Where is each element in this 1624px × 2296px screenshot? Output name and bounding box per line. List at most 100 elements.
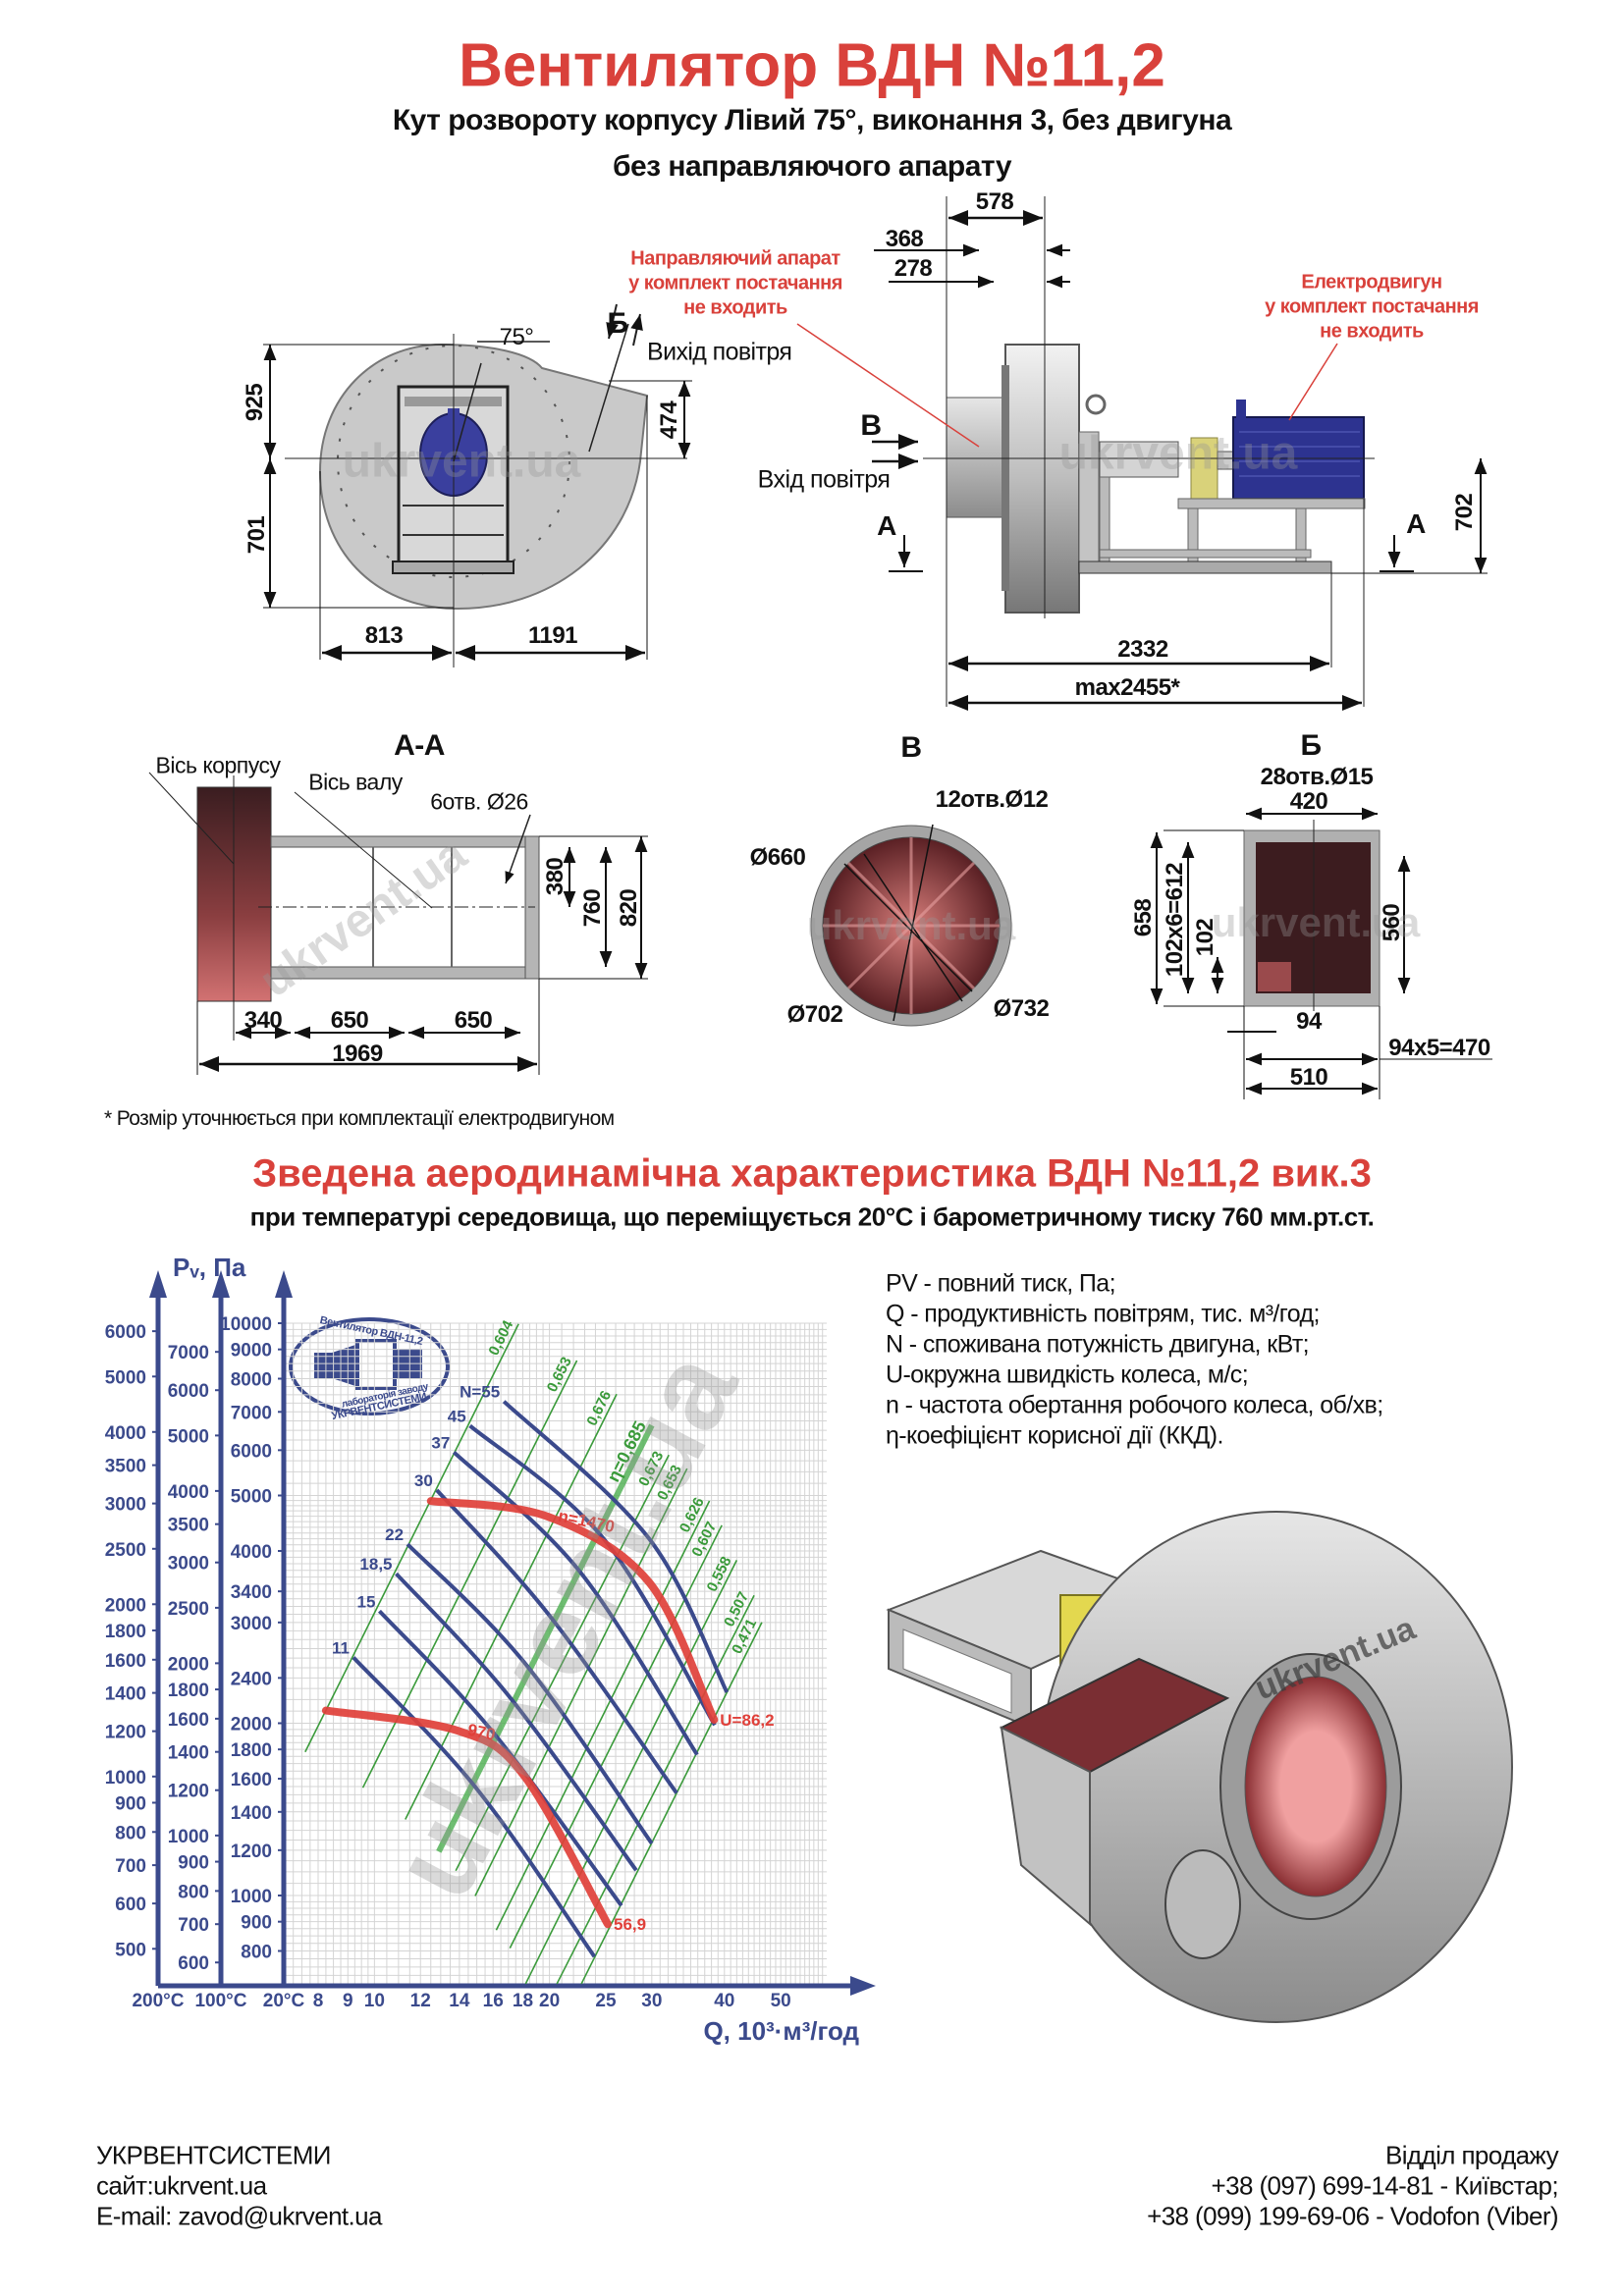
legend-item: U-окружна швидкість колеса, м/с; <box>886 1361 1249 1389</box>
x-axis-temperature-label: 100°C <box>194 1991 246 2011</box>
subtitle-line-2: без направляючого апарату <box>612 150 1012 183</box>
aero-title: Зведена аеродинамічна характеристика ВДН… <box>252 1151 1372 1196</box>
y-tick-label: 1800 <box>168 1681 209 1701</box>
watermark: ukrvent.ua <box>342 435 581 488</box>
efficiency-line <box>509 1524 723 1949</box>
dim-658: 658 <box>1130 898 1157 937</box>
y-tick-label: 1600 <box>105 1651 146 1672</box>
x-tick-label: 12 <box>410 1991 431 2011</box>
y-tick-label: 800 <box>178 1882 209 1902</box>
speed-curve <box>426 1497 719 1724</box>
dim-650-b: 650 <box>454 1007 493 1034</box>
angle-label: 75° <box>499 324 534 350</box>
x-tick-label: 14 <box>449 1991 470 2011</box>
aero-subtitle: при температурі середовища, що переміщує… <box>249 1201 1375 1232</box>
section-a-marker-left: А <box>877 510 896 541</box>
footer-email[interactable]: E-mail: zavod@ukrvent.ua <box>96 2201 383 2231</box>
y-tick-label: 3000 <box>168 1554 209 1575</box>
y-tick-label: 900 <box>241 1913 272 1934</box>
dim-1191: 1191 <box>527 622 578 649</box>
y-tick-label: 8000 <box>231 1369 272 1390</box>
dim-d702: Ø702 <box>786 1001 843 1028</box>
circumferential-speed-label: U=86,2 <box>720 1711 774 1730</box>
view-b-drawing <box>1150 807 1492 1099</box>
y-tick-label: 5000 <box>168 1426 209 1447</box>
y-tick-label: 6000 <box>105 1322 146 1343</box>
x-tick-label: 40 <box>714 1991 734 2011</box>
dim-650-a: 650 <box>330 1007 369 1034</box>
x-tick-label: 9 <box>343 1991 353 2011</box>
footer-phone-vodafone[interactable]: +38 (099) 199-69-06 - Vodofon (Viber) <box>1147 2201 1558 2231</box>
y-tick-label: 800 <box>241 1942 272 1962</box>
dim-102: 102 <box>1192 918 1218 957</box>
dim-94: 94 <box>1296 1008 1322 1035</box>
footer-sales-title: Відділ продажу <box>1385 2140 1559 2170</box>
dim-820: 820 <box>616 888 642 928</box>
footer-site[interactable]: сайт:ukrvent.ua <box>96 2170 267 2201</box>
y-tick-label: 1000 <box>231 1887 272 1907</box>
dim-2332: 2332 <box>1117 636 1168 663</box>
y-tick-label: 900 <box>115 1793 146 1814</box>
y-tick-label: 1400 <box>168 1743 209 1764</box>
power-curve-label: 15 <box>357 1592 376 1611</box>
dim-510: 510 <box>1289 1064 1328 1091</box>
power-curve-label: 37 <box>431 1433 450 1452</box>
y-tick-label: 3400 <box>231 1582 272 1603</box>
efficiency-line <box>556 1594 755 1985</box>
section-aa-drawing <box>148 772 648 1075</box>
dim-470: 94x5=470 <box>1388 1035 1490 1061</box>
subtitle-line-1: Кут розвороту корпусу Лівий 75°, виконан… <box>392 104 1232 136</box>
dim-925: 925 <box>242 383 268 422</box>
y-tick-label: 3500 <box>105 1457 146 1477</box>
y-tick-label: 9000 <box>231 1341 272 1362</box>
y-tick-label: 7000 <box>231 1403 272 1423</box>
outlet-label: Вихід повітря <box>647 338 792 366</box>
power-curve-label: 18,5 <box>359 1555 392 1574</box>
fan-3d-render <box>886 1511 1513 2023</box>
y-tick-label: 1400 <box>105 1684 146 1705</box>
legend-item: N - споживана потужність двигуна, кВт; <box>886 1330 1310 1359</box>
dim-420: 420 <box>1289 788 1328 815</box>
dim-702: 702 <box>1451 493 1478 532</box>
dim-max2455: max2455* <box>1074 674 1180 701</box>
y-tick-label: 1600 <box>168 1710 209 1731</box>
y-tick-label: 500 <box>115 1940 146 1960</box>
view-b-title: Б <box>1300 729 1322 762</box>
x-tick-label: 18 <box>513 1991 533 2011</box>
watermark: ukrvent.ua <box>1058 427 1298 480</box>
x-axis-temperature-label: 200°C <box>132 1991 184 2011</box>
dim-368: 368 <box>885 226 924 252</box>
view-v-title: В <box>900 731 922 764</box>
x-tick-label: 25 <box>595 1991 617 2011</box>
footer-phone-kyivstar[interactable]: +38 (097) 699-14-81 - Київстар; <box>1211 2170 1559 2201</box>
power-curve <box>378 1609 623 1907</box>
power-curve <box>435 1488 678 1794</box>
y-tick-label: 1400 <box>231 1803 272 1824</box>
page-title: Вентилятор ВДН №11,2 <box>459 31 1165 100</box>
y-tick-label: 600 <box>178 1953 209 1974</box>
efficiency-line <box>455 1454 670 1872</box>
circumferential-speed-label: 56,9 <box>614 1915 646 1934</box>
power-curve <box>452 1451 699 1756</box>
dim-d660: Ø660 <box>749 844 806 871</box>
guide-vane-note: Направляючий апарат у комплект постачанн… <box>628 247 842 319</box>
dim-380: 380 <box>542 857 568 896</box>
dim-d732: Ø732 <box>993 995 1050 1022</box>
x-axis-temperature-label: 20°C <box>263 1991 305 2011</box>
y-tick-label: 700 <box>178 1915 209 1936</box>
y-tick-label: 6000 <box>168 1381 209 1402</box>
inlet-label: Вхід повітря <box>757 465 891 494</box>
y-tick-label: 1200 <box>231 1842 272 1862</box>
y-tick-label: 2000 <box>168 1654 209 1675</box>
power-curve-label: 11 <box>332 1638 350 1657</box>
dim-278: 278 <box>893 255 933 282</box>
housing-axis-label: Вісь корпусу <box>155 752 281 778</box>
y-tick-label: 800 <box>115 1823 146 1843</box>
dim-560: 560 <box>1379 903 1405 942</box>
power-curve-label: 30 <box>414 1471 433 1490</box>
power-curve-label: N=55 <box>460 1383 500 1402</box>
motor-note: Електродвигун у комплект постачання не в… <box>1265 271 1479 343</box>
dim-474: 474 <box>656 400 682 440</box>
